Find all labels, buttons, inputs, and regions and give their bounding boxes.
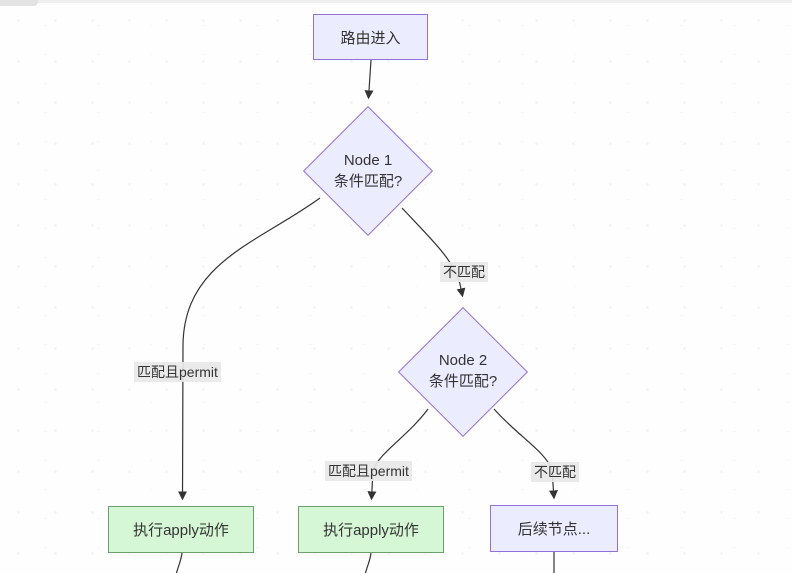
edge-node1-to-apply1 [178, 197, 321, 501]
window-top-edge-cap [0, 0, 38, 6]
edge-node2-to-apply2 [367, 408, 429, 501]
edge-label-node1-match: 匹配且permit [134, 362, 221, 382]
window-top-edge [0, 0, 792, 3]
edge-node2-to-next [493, 408, 558, 500]
next-nodes-node: 后续节点... [490, 505, 618, 552]
decision-node-2-title: Node 2 [438, 352, 488, 369]
next-nodes-node-label: 后续节点... [517, 521, 591, 538]
edge-label-node2-nomatch: 不匹配 [531, 462, 579, 482]
apply-action-node-2-label: 执行apply动作 [323, 522, 419, 539]
apply-action-node-1: 执行apply动作 [108, 506, 254, 553]
decision-node-1: Node 1 条件匹配? [298, 150, 438, 192]
edge-label-node1-nomatch: 不匹配 [440, 262, 488, 282]
apply-action-node-2: 执行apply动作 [298, 506, 444, 553]
decision-node-1-question: 条件匹配? [333, 173, 403, 190]
start-node: 路由进入 [313, 14, 428, 60]
edge-node1-to-node2 [401, 207, 466, 298]
edge-start-to-node1 [364, 59, 374, 100]
edge-apply1-continues [175, 552, 183, 573]
edge-label-node2-match: 匹配且permit [325, 461, 412, 481]
edge-apply2-continues [364, 552, 372, 573]
apply-action-node-1-label: 执行apply动作 [133, 522, 229, 539]
start-node-label: 路由进入 [340, 29, 401, 47]
decision-node-2: Node 2 条件匹配? [393, 350, 533, 392]
decision-node-1-title: Node 1 [343, 152, 393, 169]
decision-node-2-question: 条件匹配? [428, 373, 498, 390]
